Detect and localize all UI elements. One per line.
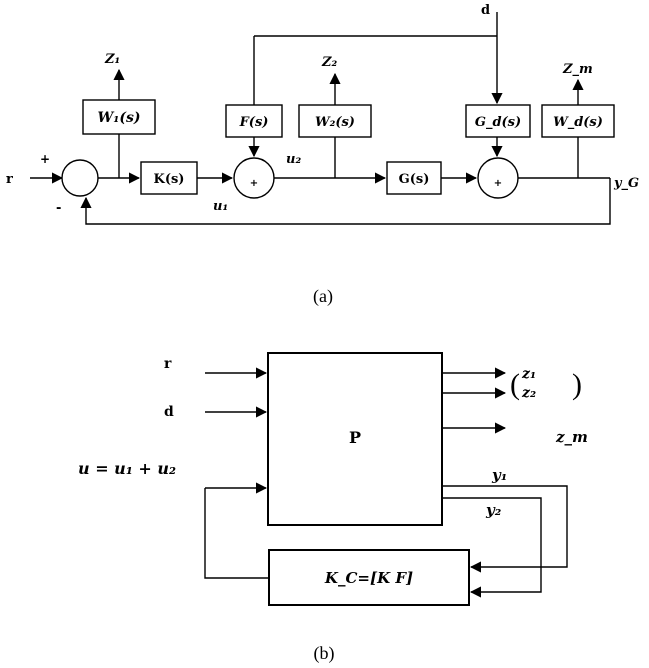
plant-p-label: P xyxy=(349,428,361,447)
z1-label-b: z₁ xyxy=(521,366,536,382)
w2-block xyxy=(298,104,372,138)
y1-feedback-line xyxy=(442,485,568,573)
controller-kc-label: K_C=[K F] xyxy=(324,569,413,587)
k-block-label: K(s) xyxy=(154,172,185,187)
controller-kc-block xyxy=(268,549,470,606)
u1-signal-label: u₁ xyxy=(213,199,228,214)
zm-signal-label: Z_m xyxy=(562,62,593,77)
zm-label-b: z_m xyxy=(555,428,588,446)
sum3-plus-sign: + xyxy=(494,178,502,189)
w1-block xyxy=(82,99,156,135)
wd-block-label: W_d(s) xyxy=(553,115,603,130)
wd-block xyxy=(541,104,615,138)
u2-signal-label: u₂ xyxy=(286,152,301,167)
sum2-plus-sign: + xyxy=(250,178,258,189)
z1-signal-label: Z₁ xyxy=(104,52,120,67)
f-block xyxy=(225,104,283,138)
yg-signal-label: y_G xyxy=(613,176,639,191)
gd-block xyxy=(465,104,531,138)
u-feedback-line xyxy=(204,488,269,579)
panel-b: P K_C=[K F] r d u = u₁ + u₂ ( z₁ z₂ ) z_… xyxy=(78,352,588,664)
g-block xyxy=(386,161,442,195)
d-signal-label: d xyxy=(481,3,490,18)
panel-a-caption: (a) xyxy=(313,286,333,307)
y2-feedback-line xyxy=(442,497,542,598)
feedback-loop-line xyxy=(80,178,611,225)
z-vector-paren-left: ( xyxy=(510,368,520,401)
sum-junction-1 xyxy=(61,159,99,197)
g-block-label: G(s) xyxy=(399,172,430,187)
minus-sign-feedback: - xyxy=(56,201,61,216)
z2-label-b: z₂ xyxy=(521,385,536,401)
u-equation-label: u = u₁ + u₂ xyxy=(78,459,176,478)
panel-b-caption: (b) xyxy=(314,643,335,664)
plus-sign-r: + xyxy=(40,152,50,166)
y1-label-b: y₁ xyxy=(491,466,507,484)
panel-a: K(s) G(s) W₁(s) F(s) W₂(s) G_d(s) W_d(s)… xyxy=(6,3,639,307)
w1-block-label: W₁(s) xyxy=(98,110,141,126)
w2-block-label: W₂(s) xyxy=(315,115,355,130)
y2-label-b: y₂ xyxy=(485,501,502,519)
r-signal-label: r xyxy=(6,172,13,187)
f-block-label: F(s) xyxy=(239,115,269,130)
plant-p-block xyxy=(267,352,443,526)
gd-block-label: G_d(s) xyxy=(475,115,521,130)
r-label-b: r xyxy=(164,356,172,372)
d-label-b: d xyxy=(164,404,174,420)
z2-signal-label: Z₂ xyxy=(321,55,337,70)
z-vector-paren-right: ) xyxy=(572,368,582,401)
